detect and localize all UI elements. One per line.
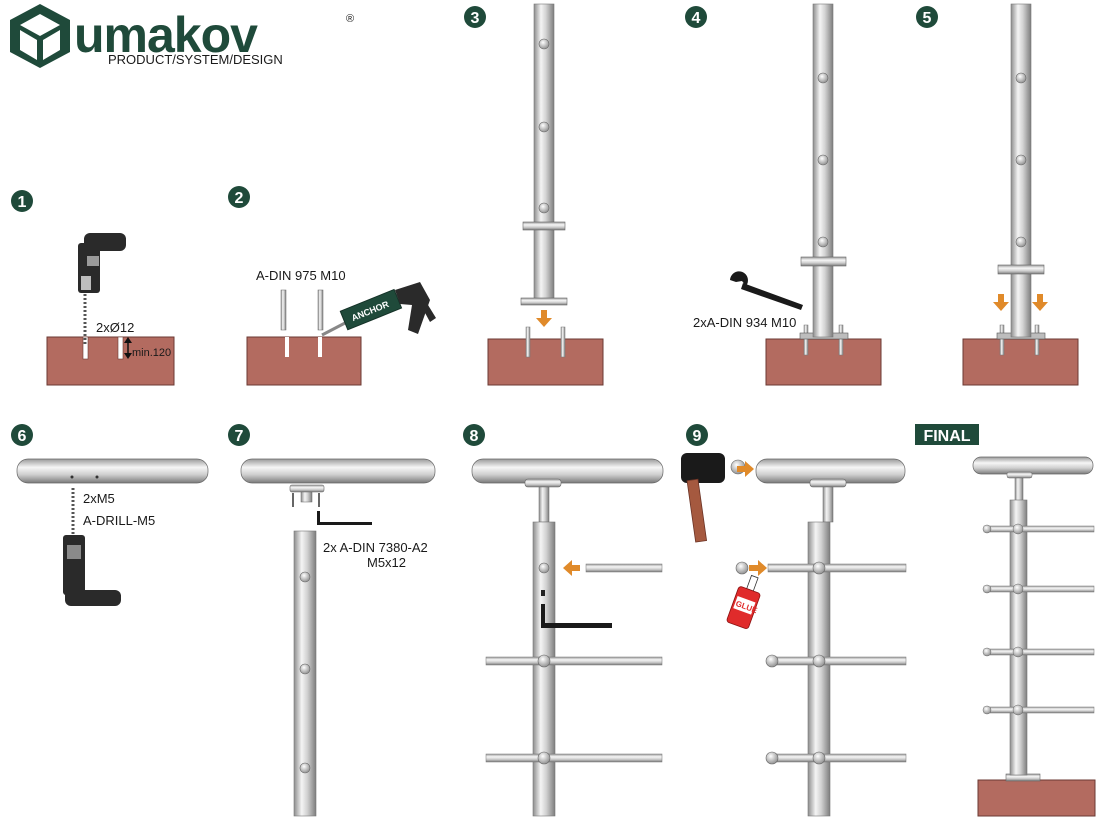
hex-key-icon xyxy=(541,604,612,628)
hex-key-icon xyxy=(317,511,372,525)
final-assembly xyxy=(972,456,1096,817)
brand-name: umakov xyxy=(74,7,258,63)
svg-text:1: 1 xyxy=(18,194,27,211)
crossbar xyxy=(767,656,907,666)
registered-mark: ® xyxy=(346,13,354,25)
svg-text:2: 2 xyxy=(235,190,244,207)
screws-label-line1: 2x A-DIN 7380-A2 xyxy=(323,540,428,555)
step-badge-1: 1 xyxy=(11,190,33,212)
steel-post xyxy=(812,3,834,338)
step-7-saddle: 2x A-DIN 7380-A2 M5x12 xyxy=(240,458,436,817)
step-1-drilling: 2xØ12 min.120 xyxy=(46,233,175,386)
crossbar xyxy=(767,563,907,573)
svg-text:7: 7 xyxy=(235,428,244,445)
threaded-rod xyxy=(280,289,287,331)
screws-label-line2: M5x12 xyxy=(367,555,406,570)
crossbar xyxy=(983,585,1095,593)
caulking-gun-icon: ANCHOR xyxy=(321,282,436,337)
svg-text:6: 6 xyxy=(18,428,27,445)
step-badge-6: 6 xyxy=(11,424,33,446)
crossbar xyxy=(767,753,907,763)
step-badge-9: 9 xyxy=(686,424,708,446)
drill-hole-label: 2xØ12 xyxy=(96,320,134,335)
svg-text:3: 3 xyxy=(471,10,480,27)
crossbar xyxy=(485,753,663,763)
crossbar xyxy=(485,656,663,666)
step-8-crossbars xyxy=(471,458,664,817)
crossbar xyxy=(983,525,1095,533)
svg-text:9: 9 xyxy=(693,428,702,445)
right-arrow-icon xyxy=(737,461,754,477)
drill-m5-tool-label: A-DRILL-M5 xyxy=(83,513,155,528)
steel-post xyxy=(1009,499,1028,776)
concrete-block xyxy=(765,338,882,386)
step-2-anchor: A-DIN 975 M10 ANCHOR xyxy=(246,268,436,386)
mallet-icon xyxy=(681,453,725,543)
step-badge-4: 4 xyxy=(685,6,707,28)
brand-tagline: PRODUCT/SYSTEM/DESIGN xyxy=(108,52,283,67)
drill-m5-count-label: 2xM5 xyxy=(83,491,115,506)
step-badges: 1 2 3 4 5 6 7 8 9 FINAL xyxy=(11,6,979,446)
svg-text:5: 5 xyxy=(923,10,932,27)
step-badge-5: 5 xyxy=(916,6,938,28)
steel-post xyxy=(1010,3,1032,338)
threaded-rod xyxy=(317,289,324,331)
nuts-label: 2xA-DIN 934 M10 xyxy=(693,315,796,330)
concrete-block xyxy=(46,336,175,386)
step-3-post-placement xyxy=(487,3,604,386)
crossbar xyxy=(585,563,663,573)
svg-text:4: 4 xyxy=(692,10,701,27)
crossbar xyxy=(983,648,1095,656)
left-arrow-icon xyxy=(563,560,580,576)
svg-text:8: 8 xyxy=(470,428,479,445)
steel-post xyxy=(532,521,556,817)
threaded-rod-label: A-DIN 975 M10 xyxy=(256,268,346,283)
step-badge-2: 2 xyxy=(228,186,250,208)
down-arrow-icon xyxy=(993,294,1009,311)
step-6-handrail-drill: 2xM5 A-DRILL-M5 xyxy=(16,458,209,606)
svg-text:FINAL: FINAL xyxy=(923,428,970,445)
right-arrow-icon xyxy=(749,560,767,576)
step-badge-7: 7 xyxy=(228,424,250,446)
step-badge-8: 8 xyxy=(463,424,485,446)
handrail xyxy=(471,458,664,484)
power-drill-icon xyxy=(78,233,126,293)
final-badge: FINAL xyxy=(915,424,979,445)
glue-bottle-icon: GLUE xyxy=(726,574,761,629)
concrete-block xyxy=(246,336,362,386)
wrench-icon xyxy=(730,271,803,310)
brand-logo: umakov ® PRODUCT/SYSTEM/DESIGN xyxy=(10,4,354,68)
concrete-block xyxy=(962,338,1079,386)
crossbar xyxy=(983,706,1095,714)
concrete-block xyxy=(977,779,1096,817)
step-4-tighten: 2xA-DIN 934 M10 xyxy=(693,3,882,386)
step-5-base-cover xyxy=(962,3,1079,386)
down-arrow-icon xyxy=(1032,294,1048,311)
handrail xyxy=(972,456,1094,475)
handrail xyxy=(240,458,436,484)
power-drill-icon xyxy=(63,535,121,606)
depth-label: min.120 xyxy=(132,347,171,359)
concrete-block xyxy=(487,338,604,386)
steel-post xyxy=(807,521,831,817)
step-badge-3: 3 xyxy=(464,6,486,28)
down-arrow-icon xyxy=(536,310,552,327)
step-9-endcaps: GLUE xyxy=(681,453,907,817)
handrail xyxy=(16,458,209,484)
